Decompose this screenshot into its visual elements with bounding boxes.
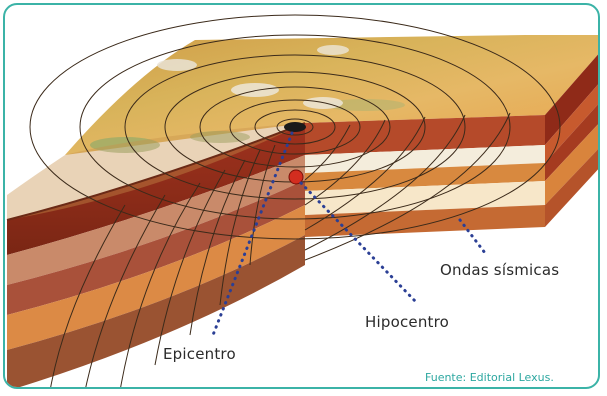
earthquake-cross-section — [5, 5, 600, 389]
waves-label: Ondas sísmicas — [440, 261, 559, 279]
left-wall-layers — [7, 123, 305, 389]
source-credit: Fuente: Editorial Lexus. — [425, 371, 554, 384]
epicenter-label: Epicentro — [163, 345, 236, 363]
epicenter-marker — [284, 122, 306, 132]
hypocenter-label: Hipocentro — [365, 313, 449, 331]
rock-patch — [157, 59, 197, 71]
diagram-frame: Ondas sísmicas Hipocentro Epicentro Fuen… — [3, 3, 600, 389]
rock-patch — [317, 45, 349, 55]
